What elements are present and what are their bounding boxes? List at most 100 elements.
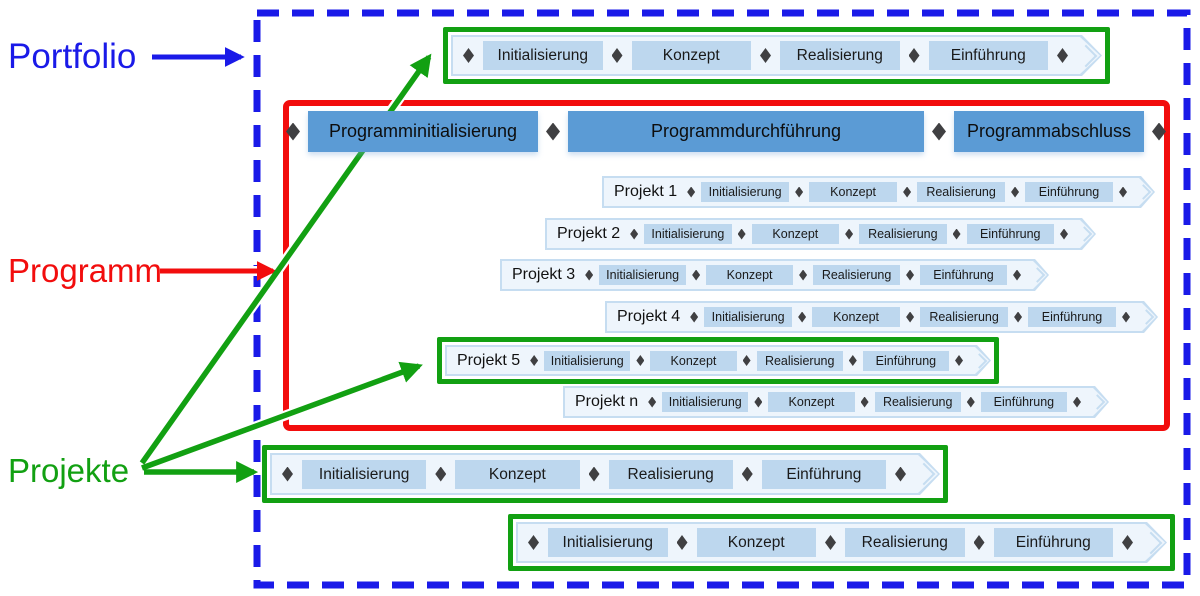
- milestone-diamond-icon: [799, 270, 807, 281]
- phase-segment-einfhrung: Einführung: [920, 265, 1007, 285]
- milestone-diamond-icon: [1013, 270, 1021, 281]
- milestone-diamond-icon: [282, 467, 293, 482]
- milestone-diamond-icon: [648, 397, 656, 408]
- phase-segment-einfhrung: Einführung: [929, 41, 1049, 70]
- milestone-diamond-icon: [849, 355, 857, 366]
- programm-label: Programm: [8, 252, 163, 289]
- phase-segment-einfhrung: Einführung: [981, 392, 1067, 412]
- project-label: Projekt 3: [512, 266, 576, 283]
- phase-segment-realisierung: Realisierung: [845, 528, 965, 557]
- phase-segment-initialisierung: Initialisierung: [599, 265, 686, 285]
- phase-segment-konzept: Konzept: [650, 351, 736, 371]
- milestone-diamond-icon: [546, 122, 560, 141]
- portfolio-label: Portfolio: [8, 37, 137, 76]
- milestone-diamond-icon: [1014, 312, 1022, 323]
- milestone-diamond-icon: [754, 397, 762, 408]
- phase-segment-initialisierung: Initialisierung: [544, 351, 630, 371]
- milestone-diamond-icon: [286, 122, 300, 141]
- portfolio-boundary: [253, 9, 1191, 589]
- milestone-diamond-icon: [760, 48, 771, 63]
- program-segment-initialisierung: Programminitialisierung: [308, 111, 538, 152]
- milestone-diamond-icon: [677, 535, 688, 550]
- phase-segment-initialisierung: Initialisierung: [662, 392, 748, 412]
- phase-segment-realisierung: Realisierung: [609, 460, 733, 489]
- milestone-diamond-icon: [906, 270, 914, 281]
- project-label: Projekt 2: [557, 225, 621, 242]
- program-bar: Programminitialisierung Programmdurchfüh…: [286, 111, 1170, 152]
- project-label: Projekt n: [575, 393, 639, 410]
- milestone-diamond-icon: [528, 535, 539, 550]
- milestone-diamond-icon: [974, 535, 985, 550]
- phase-segment-initialisierung: Initialisierung: [302, 460, 426, 489]
- project-label: Projekt 5: [457, 351, 521, 369]
- program-segment-durchfuehrung: Programmdurchführung: [568, 111, 924, 152]
- highlight-frame-projekt5: Projekt 5 Initialisierung Konzept Realisie…: [437, 337, 999, 384]
- phase-segment-konzept: Konzept: [812, 307, 900, 327]
- milestone-diamond-icon: [895, 467, 906, 482]
- milestone-diamond-icon: [742, 467, 753, 482]
- phase-segment-realisierung: Realisierung: [917, 182, 1005, 202]
- phase-segment-einfhrung: Einführung: [994, 528, 1114, 557]
- phase-segment-konzept: Konzept: [697, 528, 817, 557]
- milestone-diamond-icon: [906, 312, 914, 323]
- milestone-diamond-icon: [630, 229, 638, 240]
- phase-segment-initialisierung: Initialisierung: [483, 41, 603, 70]
- milestone-diamond-icon: [909, 48, 920, 63]
- milestone-diamond-icon: [612, 48, 623, 63]
- phase-segment-konzept: Konzept: [706, 265, 793, 285]
- phase-segment-einfhrung: Einführung: [1028, 307, 1116, 327]
- phase-segment-realisierung: Realisierung: [859, 224, 946, 244]
- projekte-arrow-projekt5: [141, 361, 423, 471]
- phase-segment-einfhrung: Einführung: [863, 351, 949, 371]
- milestone-diamond-icon: [967, 397, 975, 408]
- phase-segment-realisierung: Realisierung: [757, 351, 843, 371]
- phase-segment-initialisierung: Initialisierung: [644, 224, 731, 244]
- phase-segment-konzept: Konzept: [768, 392, 854, 412]
- phase-segment-konzept: Konzept: [809, 182, 897, 202]
- milestone-diamond-icon: [953, 229, 961, 240]
- project-row-2: Projekt 2 Initialisierung Konzept Realisie…: [545, 218, 1096, 250]
- phase-segment-konzept: Konzept: [632, 41, 752, 70]
- milestone-diamond-icon: [435, 467, 446, 482]
- milestone-diamond-icon: [932, 122, 946, 141]
- phase-segment-realisierung: Realisierung: [920, 307, 1008, 327]
- milestone-diamond-icon: [738, 229, 746, 240]
- milestone-diamond-icon: [795, 187, 803, 198]
- phase-segment-konzept: Konzept: [752, 224, 839, 244]
- project-row-content: Projekt 2 Initialisierung Konzept Realisie…: [547, 220, 1094, 248]
- milestone-diamond-icon: [1073, 397, 1081, 408]
- milestone-diamond-icon: [692, 270, 700, 281]
- milestone-diamond-icon: [798, 312, 806, 323]
- milestone-diamond-icon: [955, 355, 963, 366]
- milestone-diamond-icon: [636, 355, 644, 366]
- milestone-diamond-icon: [861, 397, 869, 408]
- milestone-diamond-icon: [903, 187, 911, 198]
- milestone-diamond-icon: [1011, 187, 1019, 198]
- milestone-diamond-icon: [743, 355, 751, 366]
- project-label: Projekt 1: [614, 183, 678, 200]
- phase-segment-einfhrung: Einführung: [967, 224, 1054, 244]
- milestone-diamond-icon: [687, 187, 695, 198]
- project-label: Projekt 4: [617, 308, 681, 325]
- milestone-diamond-icon: [1057, 48, 1068, 63]
- phase-segment-einfhrung: Einführung: [1025, 182, 1113, 202]
- milestone-diamond-icon: [589, 467, 600, 482]
- milestone-diamond-icon: [1060, 229, 1068, 240]
- milestone-diamond-icon: [1122, 535, 1133, 550]
